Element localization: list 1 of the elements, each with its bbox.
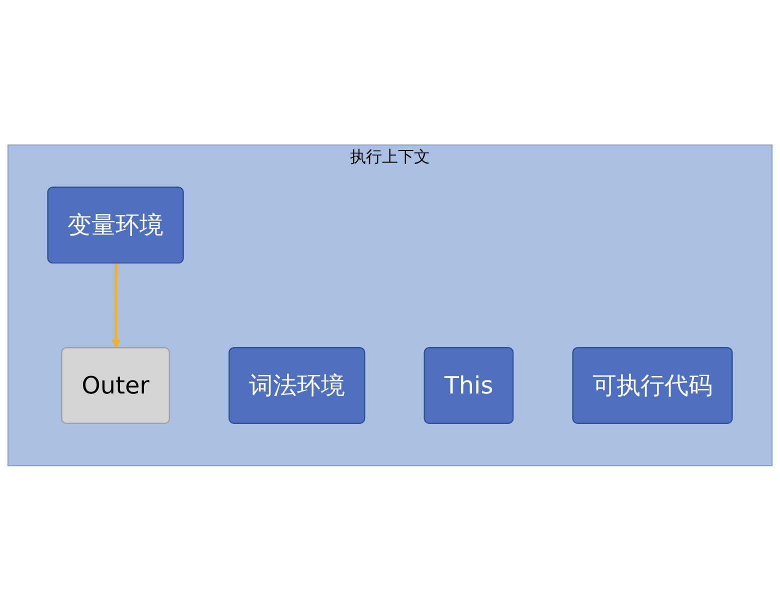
arrow [112, 263, 120, 348]
